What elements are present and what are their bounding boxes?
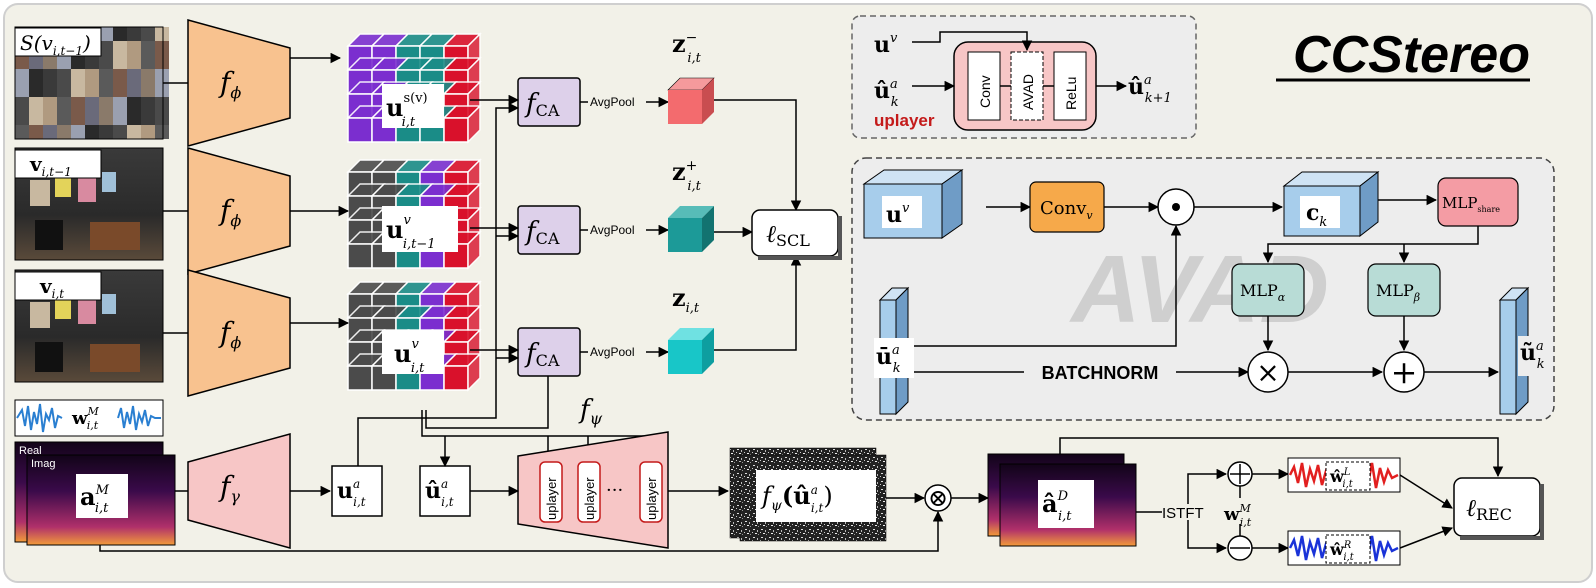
svg-text:uai,t: uai,t — [337, 477, 366, 509]
multiply-node: ⊗ — [924, 484, 952, 512]
feature-label-shuffled: us(v)i,t — [386, 91, 428, 130]
svg-text:ŵRi,t: ŵRi,t — [1329, 540, 1355, 563]
uplayer-block-2: uplayer — [577, 461, 601, 523]
svg-text:BATCHNORM: BATCHNORM — [1042, 363, 1159, 383]
audio-encoder: fγ — [187, 433, 291, 549]
svg-text:Convv: Convv — [1040, 198, 1093, 222]
uplayer-block-3: uplayer — [639, 461, 663, 523]
svg-text:âDi,t: âDi,t — [1042, 489, 1072, 524]
avgpool-label-2: AvgPool — [590, 223, 634, 237]
svg-text:MLPβ: MLPβ — [1376, 281, 1420, 304]
svg-text:uv: uv — [874, 31, 898, 58]
audio-feature-link — [357, 102, 520, 478]
shuffled-image: S(vi,t−1) — [14, 26, 169, 140]
svg-text:ck: ck — [1306, 200, 1327, 230]
svg-text:ℓSCL: ℓSCL — [766, 220, 810, 250]
visual-encoder-1: fϕ — [187, 19, 291, 147]
avgpool-label-3: AvgPool — [590, 345, 634, 359]
svg-text:uplayer: uplayer — [874, 111, 935, 130]
current-frame-label: vi,t — [39, 274, 64, 301]
svg-text:ûak: ûak — [874, 77, 899, 110]
previous-frame-image: vi,t−1 — [14, 147, 164, 261]
fca-block-1: fCA — [517, 77, 581, 127]
svg-text:+: + — [1391, 353, 1418, 391]
z-negative-cube — [667, 77, 715, 124]
svg-text:MLPshare: MLPshare — [1442, 194, 1500, 214]
svg-text:AVAD: AVAD — [1020, 74, 1036, 110]
shuffled-image-label: S(vi,t−1) — [20, 31, 91, 58]
fca-block-2: fCA — [517, 205, 581, 255]
uplayer-block-1: uplayer — [539, 461, 563, 523]
avgpool-label-1: AvgPool — [590, 95, 634, 109]
visual-encoder-3: fϕ — [187, 269, 291, 397]
avad-detail-panel: AVAD uv Convv ck MLPshare MLPα MLPβ — [851, 157, 1555, 421]
visual-encoder-2: fϕ — [187, 147, 291, 275]
svg-text:⊗: ⊗ — [928, 484, 948, 512]
z-negative-label: z−i,t — [672, 29, 702, 66]
rec-loss-box: ℓREC — [1453, 477, 1544, 540]
svg-text:×: × — [1256, 356, 1279, 389]
scl-loss-box: ℓSCL — [751, 209, 842, 260]
subtract-node — [1227, 535, 1253, 561]
z-positive-cube — [668, 206, 714, 252]
spec-real-label: Real — [19, 445, 42, 457]
svg-text:ReLu: ReLu — [1063, 77, 1079, 110]
spec-imag-label: Imag — [31, 458, 55, 470]
z-anchor-cube — [668, 328, 714, 374]
svg-text:ℓREC: ℓREC — [1466, 494, 1512, 524]
z-anchor-label: zi,t — [672, 283, 700, 316]
svg-text:ŵLi,t: ŵLi,t — [1329, 467, 1354, 490]
figure-title: CCStereo — [1293, 26, 1530, 84]
istft-label: ISTFT — [1162, 505, 1204, 522]
z-positive-label: z+i,t — [672, 157, 702, 194]
fca-block-3: fCA — [517, 327, 581, 377]
svg-text:ūak: ūak — [876, 343, 901, 376]
uplayer-ellipsis: ··· — [606, 480, 623, 501]
svg-text:uplayer: uplayer — [582, 477, 597, 520]
svg-text:ûak+1: ûak+1 — [1128, 73, 1172, 106]
svg-text:ûai,t: ûai,t — [425, 477, 454, 509]
svg-text:Conv: Conv — [977, 75, 993, 108]
svg-text:uplayer: uplayer — [544, 477, 559, 520]
svg-text:uv: uv — [886, 201, 910, 228]
add-node — [1227, 461, 1253, 487]
current-frame-image: vi,t — [14, 269, 164, 383]
svg-text:uplayer: uplayer — [644, 477, 659, 520]
svg-text:MLPα: MLPα — [1240, 281, 1286, 304]
svg-text:ũak: ũak — [1520, 339, 1545, 372]
previous-frame-label: vi,t−1 — [29, 152, 72, 179]
